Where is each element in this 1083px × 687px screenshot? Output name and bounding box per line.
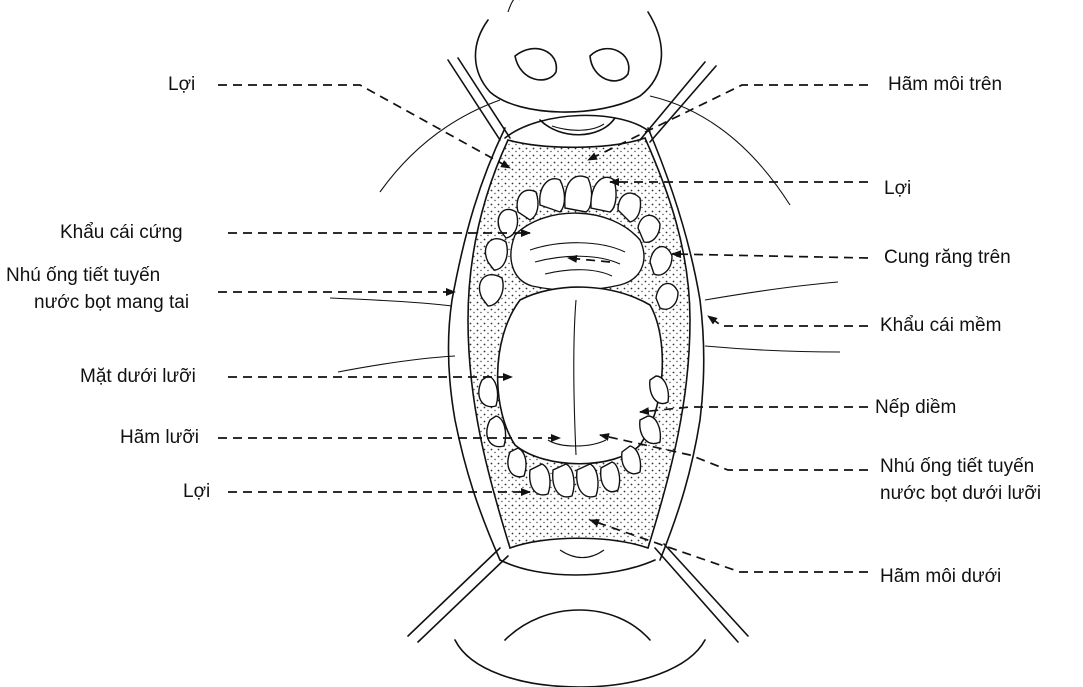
label-upper-dental-arch: Cung răng trên: [884, 246, 1011, 270]
nose: [475, 0, 661, 112]
label-under-tongue: Mặt dưới lưỡi: [80, 365, 196, 389]
label-gum-bottom-left: Lợi: [183, 480, 210, 504]
label-gum-top-left: Lợi: [168, 73, 195, 97]
right-commissure-folds: [705, 282, 840, 352]
left-commissure-folds: [330, 298, 455, 372]
upper-lip: [505, 115, 650, 138]
label-tongue-frenum: Hãm lưỡi: [120, 426, 199, 450]
leader-soft-palate: [708, 316, 868, 326]
label-hard-palate: Khẩu cái cứng: [60, 221, 183, 245]
label-soft-palate: Khẩu cái mềm: [880, 314, 1001, 338]
retractor-lower-left: [408, 548, 508, 642]
label-lower-lip-frenum: Hãm môi dưới: [880, 565, 1001, 589]
label-sublingual-papilla-line1: Nhú ống tiết tuyến: [880, 455, 1034, 479]
label-parotid-papilla-line2: nước bọt mang tai: [34, 291, 189, 315]
leader-gum-top: [218, 85, 510, 168]
label-upper-lip-frenum: Hãm môi trên: [888, 73, 1002, 97]
left-cheek-contour: [380, 100, 500, 192]
label-sublingual-papilla-line2: nước bọt dưới lưỡi: [880, 482, 1041, 506]
leader-upper-arch: [672, 254, 868, 258]
label-gum-right: Lợi: [884, 177, 911, 201]
label-plica-fimbriata: Nếp diềm: [875, 396, 956, 420]
label-parotid-papilla-line1: Nhú ống tiết tuyến: [6, 264, 160, 288]
